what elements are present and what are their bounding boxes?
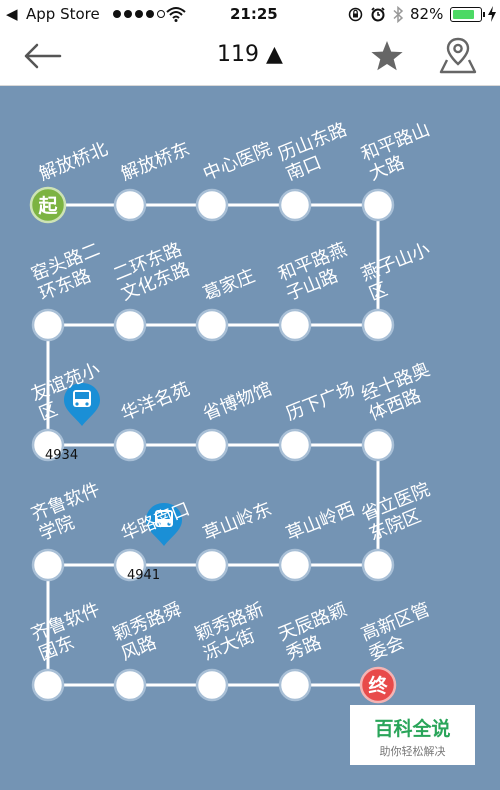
- stop-node[interactable]: [278, 188, 312, 222]
- battery-icon: [450, 7, 485, 22]
- bus-id-label: 4941: [127, 568, 161, 583]
- stop-node[interactable]: [113, 668, 147, 702]
- stop-node[interactable]: [31, 428, 65, 462]
- stop-node[interactable]: [361, 428, 395, 462]
- watermark-title: 百科全说: [374, 718, 451, 740]
- bus-marker[interactable]: [146, 503, 182, 546]
- stop-node[interactable]: [195, 668, 229, 702]
- star-icon[interactable]: [370, 40, 404, 72]
- watermark-subtitle: 助你轻松解决: [379, 745, 446, 758]
- wifi-icon: [166, 7, 186, 22]
- signal-strength-icon: [113, 10, 165, 18]
- end-marker-text: 终: [368, 674, 388, 697]
- back-to-app-icon[interactable]: ◀: [6, 5, 18, 23]
- route-title: 119 ▲: [217, 42, 283, 67]
- stop-node[interactable]: [278, 668, 312, 702]
- stop-node[interactable]: [278, 548, 312, 582]
- bus-marker[interactable]: [64, 383, 100, 426]
- stop-node[interactable]: [195, 188, 229, 222]
- route-map: 起终 解放桥北解放桥东中心医院历山东路南口和平路山大路燕子山小区和平路燕子山路葛…: [0, 86, 500, 790]
- stop-node[interactable]: [31, 548, 65, 582]
- clock: 21:25: [230, 5, 278, 23]
- battery-percent: 82%: [410, 5, 444, 23]
- stop-node[interactable]: [31, 308, 65, 342]
- watermark: 百科全说 助你轻松解决: [350, 705, 475, 765]
- start-marker-text: 起: [37, 195, 58, 217]
- stop-node[interactable]: [278, 428, 312, 462]
- stop-node[interactable]: [195, 308, 229, 342]
- rotation-lock-icon: [348, 7, 363, 22]
- route-diagram: 起终: [29, 186, 397, 704]
- stop-node[interactable]: [113, 548, 147, 582]
- map-pin-icon[interactable]: [438, 36, 478, 76]
- carrier-label[interactable]: App Store: [26, 5, 100, 23]
- bluetooth-icon: [393, 6, 404, 23]
- stop-node[interactable]: [361, 548, 395, 582]
- status-bar: ◀ App Store 21:25 82%: [0, 0, 500, 28]
- nav-bar: 119 ▲: [0, 28, 500, 86]
- start-stop-marker[interactable]: [29, 186, 67, 224]
- stop-node[interactable]: [195, 428, 229, 462]
- stop-node[interactable]: [361, 308, 395, 342]
- back-arrow-icon[interactable]: [22, 41, 62, 71]
- bus-headlight: [157, 522, 161, 526]
- bus-headlight: [167, 522, 171, 526]
- bus-window: [75, 392, 89, 399]
- alarm-icon: [371, 7, 385, 22]
- stop-node[interactable]: [113, 188, 147, 222]
- bus-headlight: [85, 402, 89, 406]
- stop-node[interactable]: [113, 428, 147, 462]
- stop-node[interactable]: [195, 548, 229, 582]
- end-stop-marker[interactable]: [359, 666, 397, 704]
- stop-node[interactable]: [113, 308, 147, 342]
- bus-window: [157, 512, 171, 519]
- stop-node[interactable]: [31, 668, 65, 702]
- bus-headlight: [75, 402, 79, 406]
- charging-bolt-icon: [488, 6, 496, 22]
- bus-id-label: 4934: [45, 448, 79, 463]
- stop-node[interactable]: [361, 188, 395, 222]
- stop-node[interactable]: [278, 308, 312, 342]
